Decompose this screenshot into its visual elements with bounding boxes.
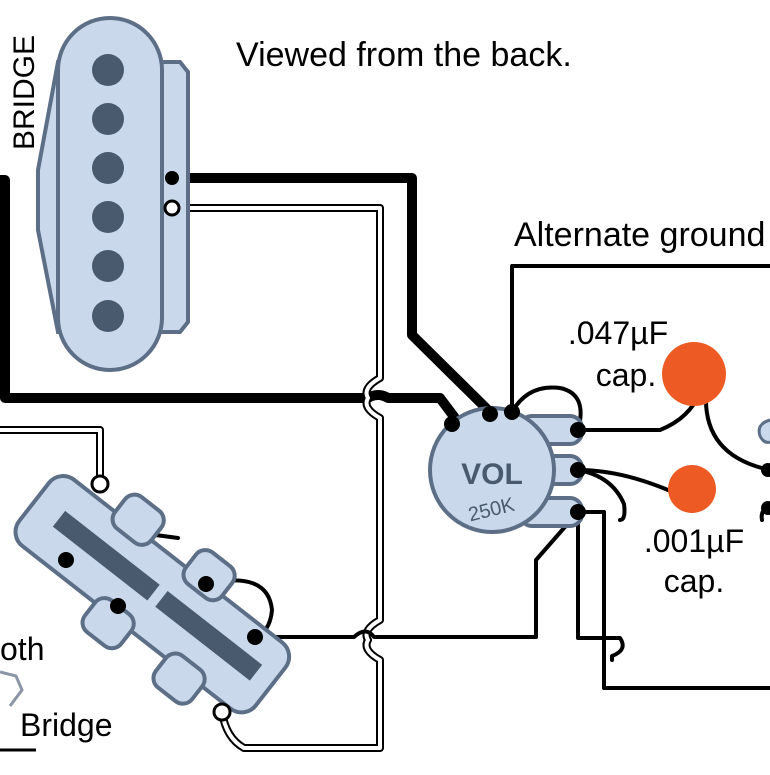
bridge-hot-terminal bbox=[165, 171, 179, 185]
right-edge-lug bbox=[761, 463, 770, 477]
bridge-pickup-label: BRIDGE bbox=[8, 35, 41, 150]
switch-contact-bar bbox=[155, 590, 263, 681]
switch-contact-bar bbox=[52, 510, 160, 601]
pot-lug bbox=[570, 504, 586, 520]
bridge-ground-terminal bbox=[163, 199, 181, 217]
switch-lug bbox=[90, 474, 110, 494]
pole-piece-icon bbox=[92, 300, 124, 332]
header-note: Viewed from the back. bbox=[236, 36, 572, 74]
switch-lugs bbox=[58, 474, 263, 722]
bridge-ground-wire-fill bbox=[170, 206, 382, 750]
bridge-pickup-body bbox=[56, 16, 164, 372]
right-lower-wire bbox=[576, 518, 625, 662]
pole-piece-icon bbox=[92, 250, 124, 282]
switch-lug bbox=[212, 702, 232, 722]
selector-switch bbox=[13, 474, 292, 715]
cap-047-unit: cap. bbox=[596, 357, 656, 393]
bridge-switch-label-leader bbox=[0, 670, 24, 707]
left-thick-wire bbox=[0, 175, 463, 427]
cap-001-value: .001µF bbox=[644, 523, 744, 559]
switch-tab bbox=[151, 651, 207, 706]
capacitor-047-icon bbox=[662, 342, 726, 406]
cap001-lower-lead bbox=[576, 510, 770, 690]
switch-lug bbox=[247, 629, 263, 645]
cap-047-value: .047µF bbox=[568, 315, 668, 351]
pole-piece-icon bbox=[92, 201, 124, 233]
cap-001-unit: cap. bbox=[664, 563, 724, 599]
alt-ground-bus bbox=[510, 264, 770, 414]
switch-tab bbox=[110, 492, 166, 547]
right-edge-lug bbox=[761, 501, 770, 515]
switch-lug bbox=[110, 598, 126, 614]
pot-lug bbox=[482, 406, 498, 422]
pot-lug bbox=[570, 462, 586, 478]
bridge-hot-wire bbox=[167, 173, 495, 417]
right-edge-component bbox=[757, 418, 770, 444]
volume-pot: VOL 250K bbox=[428, 404, 586, 534]
neck-ground-wire-fill bbox=[0, 428, 102, 484]
switch-label-bridge: Bridge bbox=[20, 707, 113, 743]
switch-tab bbox=[181, 548, 237, 603]
bridge-pickup bbox=[36, 16, 190, 372]
switch-lug bbox=[198, 576, 214, 592]
switch-lug bbox=[58, 552, 74, 568]
capacitor-001-icon bbox=[668, 465, 716, 513]
pot-lug bbox=[504, 404, 520, 420]
pole-piece-icon bbox=[92, 152, 124, 184]
switch-output-wire bbox=[253, 510, 580, 639]
alt-ground-label: Alternate ground to bbox=[514, 216, 770, 254]
pot-lug bbox=[570, 422, 586, 438]
pole-piece-icon bbox=[92, 103, 124, 135]
pot-lug bbox=[444, 416, 460, 432]
neck-ground-wire-outline bbox=[0, 426, 104, 486]
cap047-right-lead bbox=[703, 394, 770, 472]
pot-mid-loop-wire bbox=[576, 468, 627, 522]
vol-to-cap047-wire bbox=[510, 385, 702, 432]
switch-label-both: oth bbox=[0, 631, 44, 667]
wires bbox=[0, 173, 770, 752]
pole-piece-icon bbox=[92, 54, 124, 86]
vol-label: VOL bbox=[461, 458, 523, 491]
